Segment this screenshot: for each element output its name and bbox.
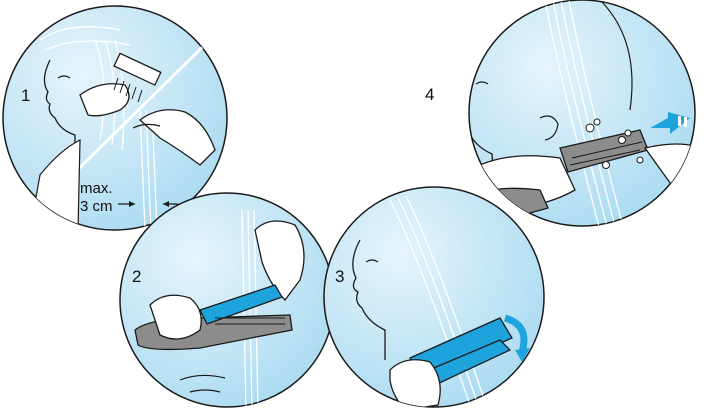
step-4-number: 4 — [425, 85, 434, 104]
face-profile — [469, 59, 496, 201]
step-2-panel: 2 — [119, 192, 335, 408]
face-profile — [43, 59, 76, 200]
comb-icon — [113, 52, 162, 103]
step-2-number: 2 — [132, 267, 141, 286]
hand — [389, 359, 441, 407]
rotate-arrow-icon — [503, 314, 528, 353]
hand-holding — [149, 294, 202, 340]
hand-top — [254, 220, 305, 301]
push-arrow-icon — [650, 112, 690, 134]
steam-icon — [585, 118, 644, 169]
face-profile — [352, 239, 386, 360]
step-3-number: 3 — [335, 267, 344, 286]
step-1-number: 1 — [21, 86, 30, 105]
step-3-panel: 3 — [323, 186, 545, 408]
pinching-hand — [138, 109, 216, 166]
step-1-note-distance: 3 cm — [80, 198, 113, 215]
hand — [79, 83, 130, 117]
step-1-note-max: max. — [80, 180, 113, 197]
